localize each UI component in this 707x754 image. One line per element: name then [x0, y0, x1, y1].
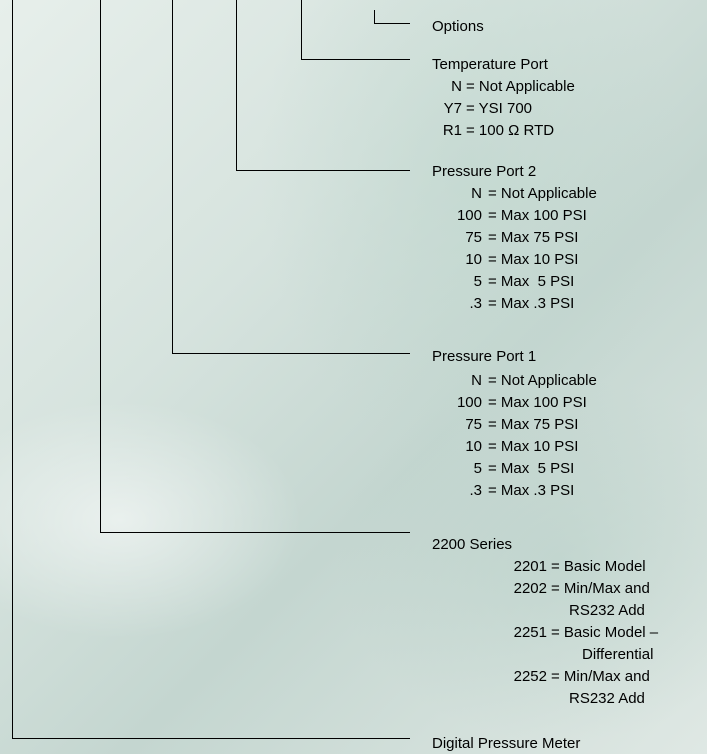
connector-line-2200-series-horizontal: [100, 532, 410, 533]
option-desc: = Max 75 PSI: [488, 229, 579, 246]
option-desc: = Min/Max and: [551, 580, 650, 597]
digital-pressure-meter-title: Digital Pressure Meter: [432, 735, 581, 752]
option-code: 2251: [513, 624, 547, 641]
option-code: 75: [465, 229, 482, 246]
connector-line-temperature-port-horizontal: [301, 59, 410, 60]
connector-line-temperature-port-vertical: [301, 0, 302, 60]
option-code: 5: [473, 460, 482, 477]
option-code: .3: [469, 482, 482, 499]
connector-line-pressure-port-1-horizontal: [172, 353, 410, 354]
option-code: Y7: [443, 100, 462, 117]
option-desc: = Max 100 PSI: [488, 394, 587, 411]
option-code: .3: [469, 295, 482, 312]
option-desc: = Max 75 PSI: [488, 416, 579, 433]
options-title: Options: [432, 18, 484, 35]
option-desc: = Max .3 PSI: [488, 482, 575, 499]
option-code: N: [471, 372, 482, 389]
option-desc-continued: RS232 Add: [569, 690, 645, 707]
option-desc: = Max 100 PSI: [488, 207, 587, 224]
option-code: 2201: [513, 558, 547, 575]
option-desc: = Min/Max and: [551, 668, 650, 685]
temperature-port-title: Temperature Port: [432, 56, 548, 73]
connector-line-pressure-port-1-vertical: [172, 0, 173, 354]
option-desc: = Basic Model –: [551, 624, 659, 641]
option-code: 2252: [513, 668, 547, 685]
option-code: 75: [465, 416, 482, 433]
option-code: 2202: [513, 580, 547, 597]
option-desc: = Max 5 PSI: [488, 460, 575, 477]
option-desc: = Not Applicable: [488, 185, 597, 202]
option-desc: = Max 10 PSI: [488, 251, 579, 268]
connector-line-digital-pressure-meter-vertical: [12, 0, 13, 739]
option-code: R1: [442, 122, 462, 139]
option-code: 10: [465, 438, 482, 455]
option-code: 10: [465, 251, 482, 268]
option-code: 100: [456, 207, 482, 224]
option-code: N: [471, 185, 482, 202]
connector-line-pressure-port-2-horizontal: [236, 170, 410, 171]
option-desc: = Max 5 PSI: [488, 273, 575, 290]
option-desc-continued: RS232 Add: [569, 602, 645, 619]
connector-line-digital-pressure-meter-horizontal: [12, 738, 410, 739]
option-desc-continued: Differential: [582, 646, 654, 663]
pressure-port-2-title: Pressure Port 2: [432, 163, 537, 180]
option-desc: = Max 10 PSI: [488, 438, 579, 455]
option-code: 100: [456, 394, 482, 411]
pressure-port-1-title: Pressure Port 1: [432, 348, 537, 365]
connector-line-options-horizontal: [374, 23, 410, 24]
option-code: 5: [473, 273, 482, 290]
series-2200-title: 2200 Series: [432, 536, 513, 553]
connector-line-options-vertical: [374, 10, 375, 24]
option-desc: = 100 Ω RTD: [466, 122, 555, 139]
option-desc: = Not Applicable: [466, 78, 575, 95]
connector-line-2200-series-vertical: [100, 0, 101, 533]
option-code: N: [451, 78, 462, 95]
option-desc: = Not Applicable: [488, 372, 597, 389]
option-desc: = Basic Model: [551, 558, 646, 575]
option-desc: = Max .3 PSI: [488, 295, 575, 312]
option-desc: = YSI 700: [466, 100, 533, 117]
connector-line-pressure-port-2-vertical: [236, 0, 237, 171]
